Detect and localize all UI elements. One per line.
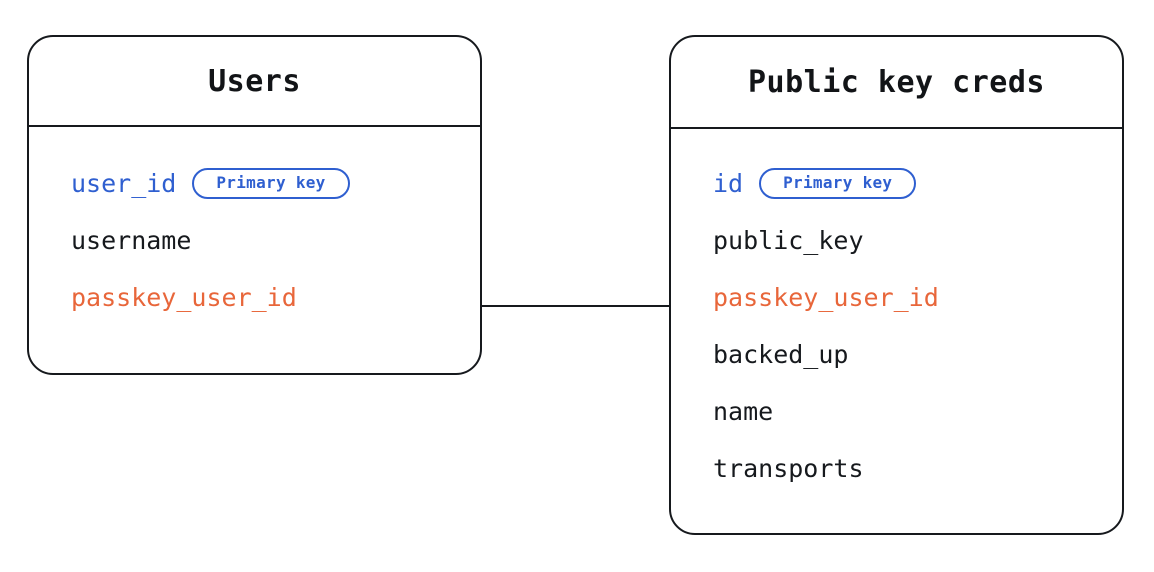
entity-users-header: Users	[29, 37, 480, 127]
field-row[interactable]: public_key	[671, 212, 1122, 269]
field-row[interactable]: backed_up	[671, 326, 1122, 383]
entity-public-key-creds[interactable]: Public key creds id Primary key public_k…	[669, 35, 1124, 535]
field-name-username: username	[71, 226, 192, 255]
field-row[interactable]: id Primary key	[671, 155, 1122, 212]
entity-users-field-list: user_id Primary key username passkey_use…	[29, 127, 480, 326]
field-name-name: name	[713, 397, 774, 426]
field-name-id: id	[713, 169, 744, 198]
field-name-passkey-user-id: passkey_user_id	[713, 283, 939, 312]
field-name-backed-up: backed_up	[713, 340, 849, 369]
field-row[interactable]: passkey_user_id	[29, 269, 480, 326]
field-name-passkey-user-id: passkey_user_id	[71, 283, 297, 312]
primary-key-badge: Primary key	[192, 168, 350, 199]
field-row[interactable]: user_id Primary key	[29, 155, 480, 212]
field-name-public-key: public_key	[713, 226, 864, 255]
field-row[interactable]: passkey_user_id	[671, 269, 1122, 326]
entity-users[interactable]: Users user_id Primary key username passk…	[27, 35, 482, 375]
entity-users-title: Users	[208, 63, 301, 99]
field-name-user-id: user_id	[71, 169, 177, 198]
entity-public-key-creds-header: Public key creds	[671, 37, 1122, 129]
primary-key-badge: Primary key	[759, 168, 917, 199]
field-row[interactable]: name	[671, 383, 1122, 440]
field-name-transports: transports	[713, 454, 864, 483]
entity-public-key-creds-title: Public key creds	[748, 64, 1045, 100]
entity-public-key-creds-field-list: id Primary key public_key passkey_user_i…	[671, 129, 1122, 497]
relationship-connector-users-to-public-key-creds	[481, 305, 670, 307]
field-row[interactable]: username	[29, 212, 480, 269]
field-row[interactable]: transports	[671, 440, 1122, 497]
